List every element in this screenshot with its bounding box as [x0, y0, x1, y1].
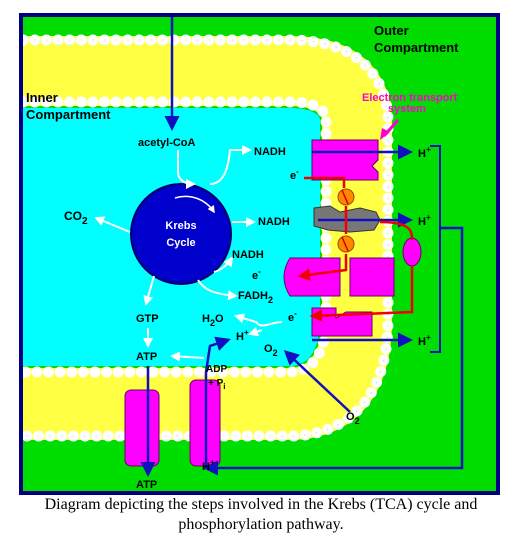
h-plus-label-5: H+ [202, 458, 215, 473]
krebs-label-2: Cycle [166, 237, 195, 249]
e-mid-label: e- [252, 267, 261, 282]
proton-arrows [140, 17, 464, 477]
nadh-top-label: NADH [254, 146, 286, 158]
inner-compartment-label-1: Inner [26, 90, 58, 105]
etc-label-1: Electron transport [362, 92, 458, 104]
co2-label: CO2 [64, 209, 88, 227]
electron-paths [297, 176, 414, 322]
h-plus-label-2: H+ [418, 213, 431, 228]
krebs-label-1: Krebs [165, 220, 196, 232]
h-plus-label-3: H+ [418, 333, 431, 348]
inner-membrane [23, 36, 392, 440]
caption-line-2: phosphorylation pathway. [178, 516, 344, 533]
adp-label: ADP [206, 364, 227, 375]
krebs-cycle-circle [130, 183, 232, 285]
pi-label: + Pi [208, 378, 226, 391]
e-top-label: e- [290, 167, 299, 182]
gtp-label: GTP [136, 313, 159, 325]
membrane-outer-heads [23, 34, 394, 442]
h2o-label: H2O [202, 313, 224, 328]
etc-label-2: system [388, 103, 426, 115]
e-low-label: e- [288, 309, 297, 324]
flow-arrows [94, 145, 283, 362]
h-plus-label-4: H+ [236, 328, 249, 343]
proton-bracket [430, 145, 441, 353]
fadh2-label: FADH2 [238, 290, 273, 305]
atp-mid-label: ATP [136, 351, 157, 363]
outer-compartment-label-2: Compartment [374, 40, 459, 55]
caption-line-1: Diagram depicting the steps involved in … [44, 496, 478, 513]
acetyl-coa-label: acetyl-CoA [138, 137, 196, 149]
atp-bottom-label: ATP [136, 479, 157, 491]
h-plus-label-1: H+ [418, 145, 431, 160]
figure-caption: Diagram depicting the steps involved in … [0, 495, 522, 535]
nadh-low-label: NADH [232, 249, 264, 261]
o2-label-outer: O2 [346, 411, 360, 426]
outer-compartment-label-1: Outer [374, 23, 409, 38]
inner-compartment-label-2: Compartment [26, 107, 111, 122]
o2-label-inner: O2 [264, 343, 278, 358]
nadh-mid-label: NADH [258, 216, 290, 228]
